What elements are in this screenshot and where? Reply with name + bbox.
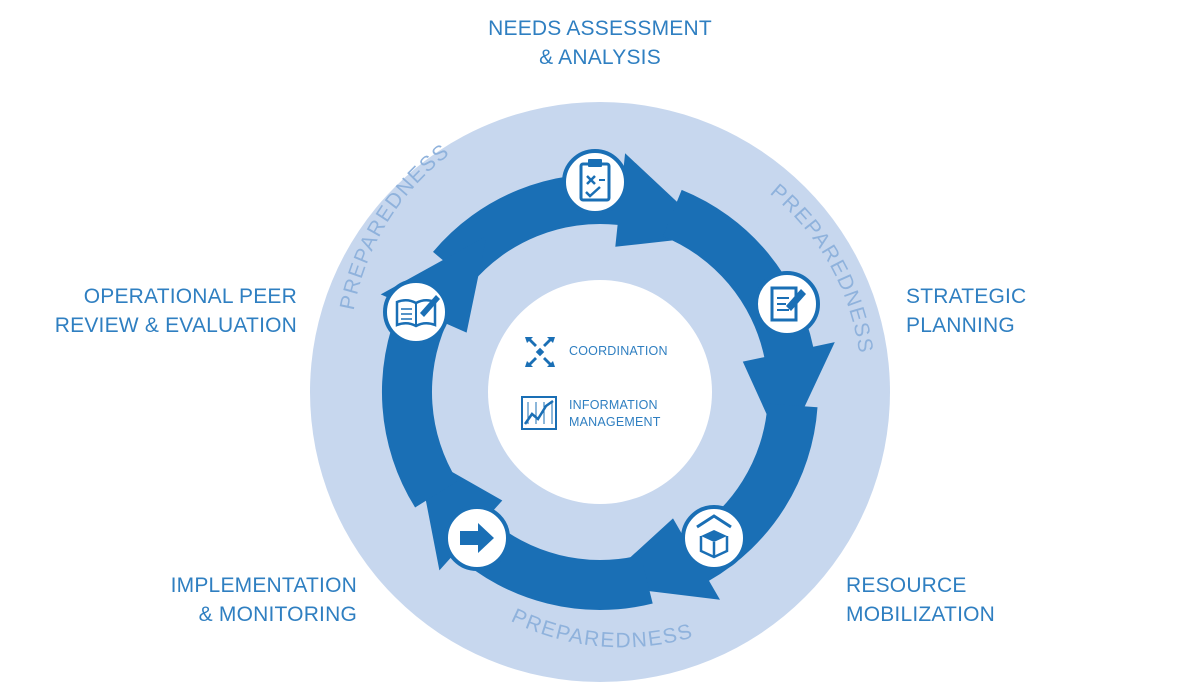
line-chart-icon xyxy=(521,396,557,430)
center-disk xyxy=(488,280,712,504)
stage-label-line: OPERATIONAL PEER xyxy=(83,285,297,308)
open-book-pen-icon xyxy=(383,279,449,345)
stage-label-needs-assessment: NEEDS ASSESSMENT & ANALYSIS xyxy=(488,14,712,72)
cycle-arrow-segment-3 xyxy=(600,403,818,600)
stage-label-peer-review: OPERATIONAL PEER REVIEW & EVALUATION xyxy=(55,282,297,340)
stage-label-line: NEEDS ASSESSMENT xyxy=(488,17,712,40)
cycle-arrow-segment-2 xyxy=(662,189,835,452)
cycle-arrow-segment-1 xyxy=(433,153,714,284)
stage-label-resource-mobilization: RESOURCE MOBILIZATION xyxy=(846,571,995,629)
center-label-line: COORDINATION xyxy=(569,344,668,358)
center-label-line: MANAGEMENT xyxy=(569,415,661,429)
center-label-coordination: COORDINATION xyxy=(569,343,668,360)
stage-label-line: & MONITORING xyxy=(198,603,357,626)
right-arrow-icon xyxy=(444,505,510,571)
clipboard-checklist-icon xyxy=(562,149,628,215)
stage-label-line: REVIEW & EVALUATION xyxy=(54,314,297,337)
stage-label-line: & ANALYSIS xyxy=(539,46,661,69)
stage-label-line: PLANNING xyxy=(906,314,1015,337)
document-pen-icon xyxy=(754,271,820,337)
stage-label-line: IMPLEMENTATION xyxy=(170,574,357,597)
stage-label-strategic-planning: STRATEGIC PLANNING xyxy=(906,282,1026,340)
stage-label-line: MOBILIZATION xyxy=(846,603,996,626)
center-label-line: INFORMATION xyxy=(569,398,658,412)
center-label-information-management: INFORMATION MANAGEMENT xyxy=(569,397,661,431)
converging-arrows-icon xyxy=(525,337,555,367)
stage-label-line: RESOURCE xyxy=(846,574,967,597)
open-box-icon xyxy=(681,505,747,571)
stage-label-implementation: IMPLEMENTATION & MONITORING xyxy=(171,571,357,629)
stage-label-line: STRATEGIC xyxy=(906,285,1027,308)
